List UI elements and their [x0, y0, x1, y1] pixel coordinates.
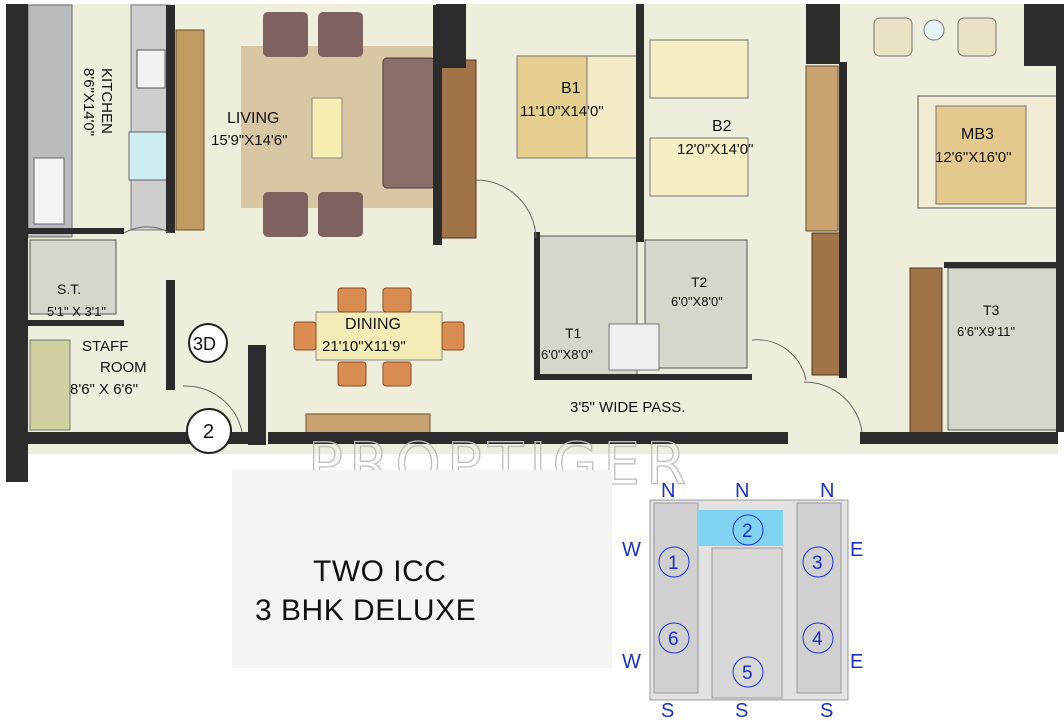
compass-w-bottom: W — [622, 651, 641, 673]
compass-e-top: E — [850, 539, 863, 561]
t3-label: T3 — [983, 302, 1000, 318]
compass-s-center: S — [735, 700, 748, 721]
highlighted-unit — [697, 510, 783, 546]
project-title: TWO ICC — [313, 555, 447, 588]
kitchen-label: KITCHEN — [98, 68, 115, 134]
key-unit-5: 5 — [742, 663, 753, 684]
t3-size: 6'6"X9'11" — [957, 324, 1015, 339]
t1-label: T1 — [565, 325, 582, 341]
mb3-label: MB3 — [961, 126, 994, 143]
compass-n-center: N — [735, 480, 749, 502]
unit-marker: 2 — [203, 421, 214, 443]
b1-label: B1 — [561, 80, 581, 97]
unit-type-title: 3 BHK DELUXE — [255, 594, 477, 627]
compass-w-top: W — [622, 539, 641, 561]
b2-size: 12'0"X14'0" — [677, 141, 753, 158]
dining-size: 21'10"X11'9" — [322, 338, 406, 355]
t2-label: T2 — [691, 274, 708, 290]
compass-s-left: S — [661, 700, 674, 721]
passage-label: 3'5" WIDE PASS. — [570, 399, 685, 416]
view-marker-3d: 3D — [193, 334, 216, 354]
t2-size: 6'0"X8'0" — [671, 294, 723, 309]
staff-room-label-2: ROOM — [100, 359, 147, 376]
st-label: S.T. — [57, 281, 81, 297]
key-unit-6: 6 — [668, 629, 679, 650]
b1-size: 11'10"X14'0" — [520, 103, 604, 120]
st-size: 5'1" X 3'1" — [47, 304, 106, 319]
t1-size: 6'0"X8'0" — [541, 347, 593, 362]
mb3-size: 12'6"X16'0" — [935, 149, 1011, 166]
staff-room-label: STAFF — [82, 338, 128, 355]
compass-n-left: N — [661, 480, 675, 502]
compass-n-right: N — [820, 480, 834, 502]
compass-e-bottom: E — [850, 651, 863, 673]
kitchen-size: 8'6"X14'0" — [80, 68, 97, 136]
compass-s-right: S — [820, 700, 833, 721]
key-unit-4: 4 — [812, 629, 823, 650]
living-label: LIVING — [227, 110, 279, 127]
living-size: 15'9"X14'6" — [211, 132, 287, 149]
key-unit-3: 3 — [812, 553, 823, 574]
dining-label: DINING — [345, 316, 401, 333]
key-plan — [649, 499, 849, 701]
staff-room-size: 8'6" X 6'6" — [70, 381, 138, 398]
key-unit-2: 2 — [742, 521, 753, 542]
b2-label: B2 — [712, 118, 732, 135]
key-unit-1: 1 — [668, 553, 679, 574]
